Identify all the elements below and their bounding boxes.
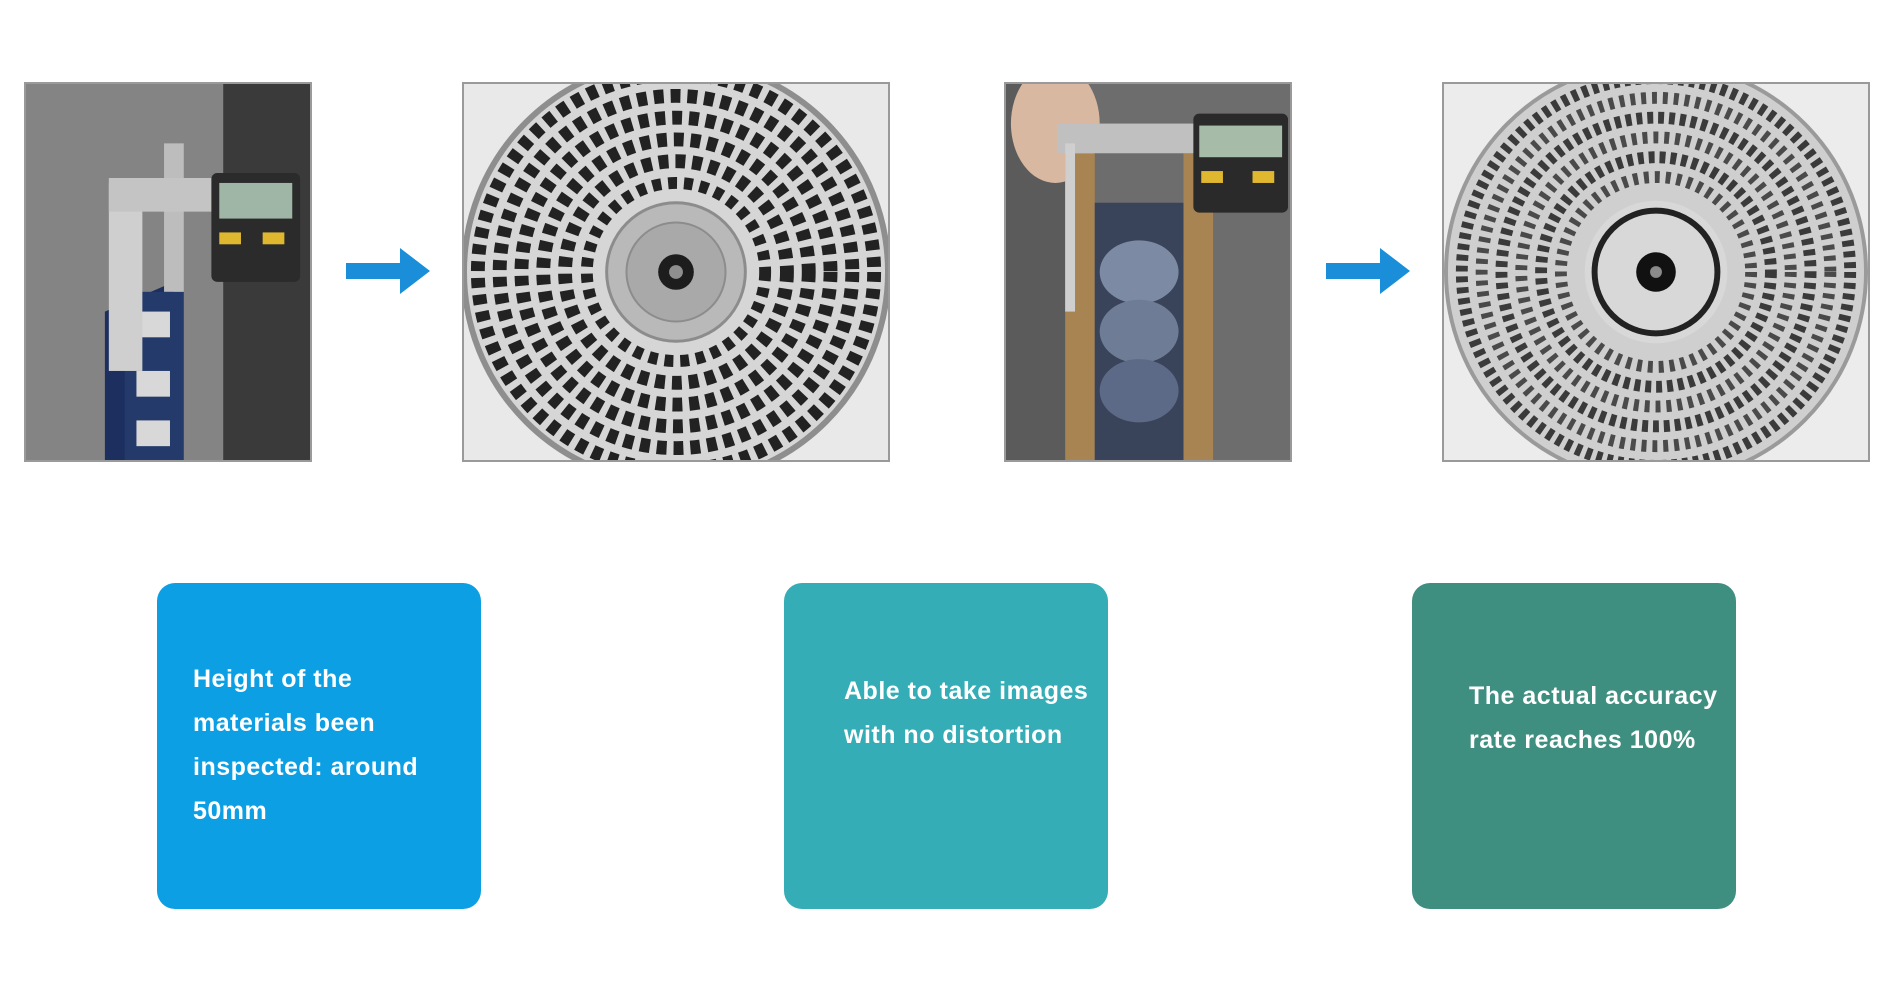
xray-reel-image-1 <box>462 82 890 462</box>
xray-reel-image-2 <box>1442 82 1870 462</box>
arrow-right-icon <box>1326 248 1410 294</box>
info-card-distortion: Able to take images with no distortion <box>784 583 1108 909</box>
card-text: Height of the materials been inspected: … <box>193 665 419 825</box>
info-card-height: Height of the materials been inspected: … <box>157 583 481 909</box>
info-card-accuracy: The actual accuracy rate reaches 100% <box>1412 583 1736 909</box>
caliper-measurement-photo-2 <box>1004 82 1292 462</box>
arrow-right-icon <box>346 248 430 294</box>
caliper-measurement-photo-1 <box>24 82 312 462</box>
card-text: Able to take images with no distortion <box>844 677 1089 749</box>
card-text: The actual accuracy rate reaches 100% <box>1469 682 1718 754</box>
